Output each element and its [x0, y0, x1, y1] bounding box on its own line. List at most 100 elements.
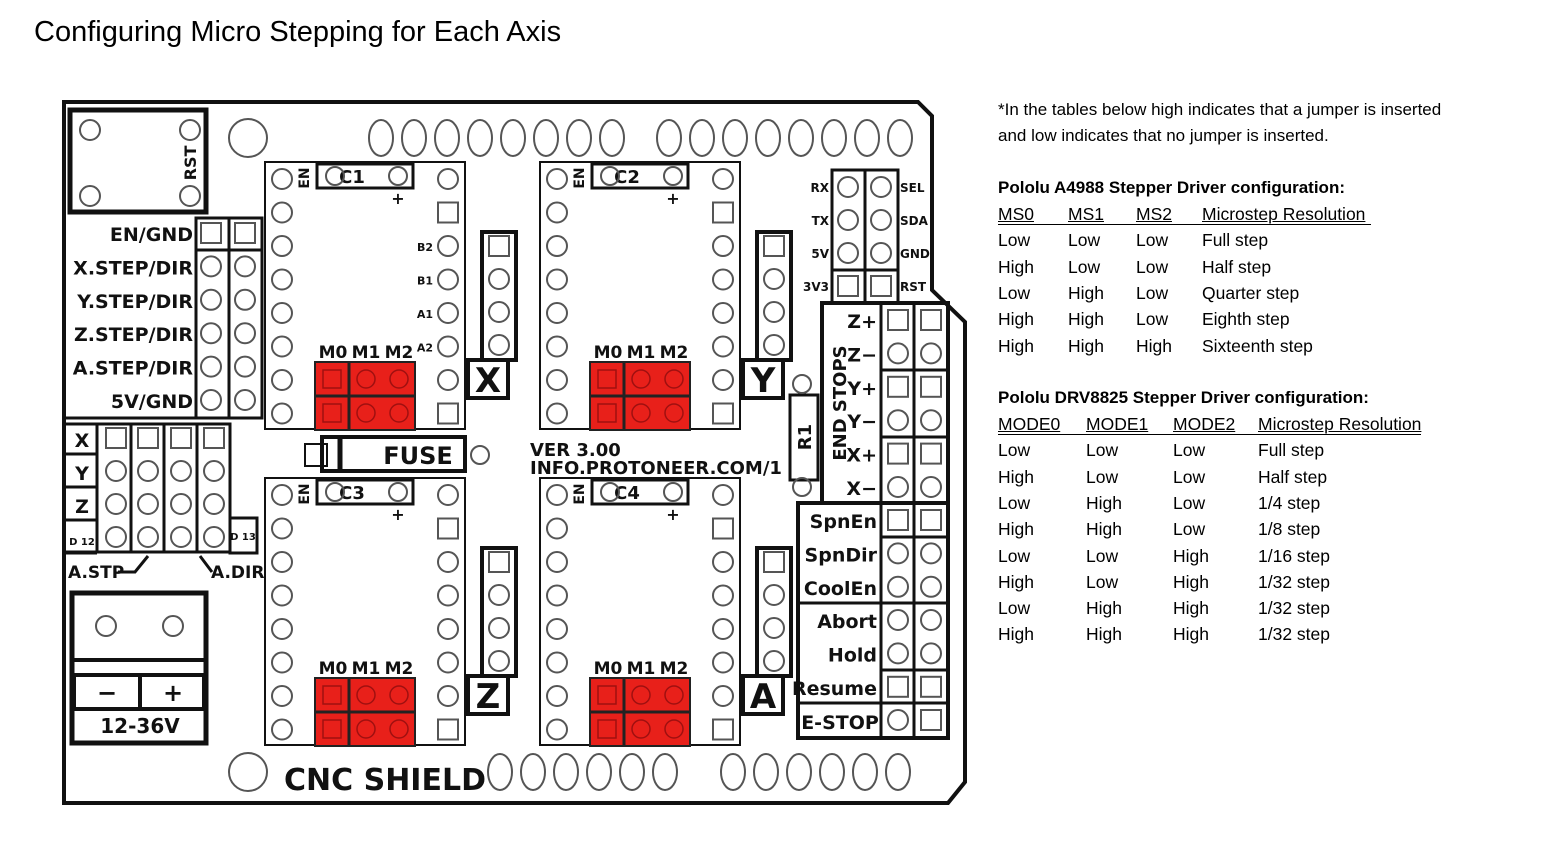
round-pad [920, 542, 942, 565]
jumper-label: M0 [319, 659, 348, 679]
round-pad [887, 709, 909, 731]
driver-pin [712, 402, 734, 425]
table-cell: Half step [1258, 466, 1328, 487]
motor-pin [488, 584, 510, 606]
jumper-pad [631, 403, 651, 423]
header-pin [722, 119, 748, 157]
drv8825-heading: Pololu DRV8825 Stepper Driver configurat… [998, 388, 1369, 407]
square-pad [887, 509, 909, 531]
table-cell: High [998, 624, 1034, 645]
driver-pin [437, 268, 459, 291]
fuse-pad [470, 445, 490, 465]
driver-pin [271, 584, 293, 607]
jumper-pad [322, 369, 342, 389]
table-cell: High [1086, 519, 1122, 540]
a-dir-label: A.DIR [211, 563, 264, 583]
driver-pin [437, 402, 459, 425]
jumper-pad [356, 685, 376, 705]
round-pad [162, 615, 184, 637]
square-pad [837, 275, 859, 297]
table-cell: Eighth step [1202, 309, 1290, 330]
fuse-label: FUSE [383, 442, 453, 470]
table-cell: Low [1173, 519, 1206, 540]
note-line-1: *In the tables below high indicates that… [998, 100, 1442, 119]
round-pad [870, 242, 892, 264]
end-stop-label: Z− [847, 344, 877, 366]
driver-pin [271, 168, 293, 190]
driver-pin [546, 168, 568, 190]
driver-pin [437, 235, 459, 257]
table-cell: High [998, 466, 1034, 487]
square-pad [234, 222, 256, 244]
jumper-pad [597, 403, 617, 423]
jumper-label: M2 [660, 659, 689, 679]
spindle-label: SpnDir [805, 544, 878, 566]
serial-pin-label: SDA [900, 214, 929, 228]
voltage-label: 12-36V [100, 714, 180, 738]
serial-pin-label: GND [900, 247, 930, 261]
round-pad [137, 460, 159, 482]
table-cell: High [1068, 282, 1104, 303]
table-cell: High [1173, 624, 1209, 645]
end-stops-title: END STOPS [830, 345, 851, 460]
driver-pin [437, 201, 459, 224]
round-pad [79, 185, 101, 207]
mounting-hole [228, 118, 268, 158]
square-pad [105, 427, 127, 449]
square-pad [887, 309, 909, 331]
driver-pin [712, 335, 734, 358]
motor-connector [480, 546, 518, 678]
reset-button-box [67, 107, 209, 215]
round-pad [234, 288, 256, 311]
header-underline [998, 224, 1371, 225]
motor-pin [488, 334, 510, 356]
power-terminal [69, 590, 209, 746]
table-cell: Low [1086, 571, 1119, 592]
header-pin [854, 119, 880, 157]
jumper-label: M0 [319, 343, 348, 363]
pin-header-label: X.STEP/DIR [73, 257, 193, 279]
square-pad [887, 375, 909, 398]
round-pad [105, 526, 127, 548]
header-pin [434, 119, 460, 157]
jumper-pad [664, 719, 684, 739]
table-cell: Sixteenth step [1202, 335, 1313, 356]
driver-pin [546, 517, 568, 540]
table-cell: Full step [1202, 230, 1269, 251]
round-pad [887, 575, 909, 598]
table-cell: Low [998, 492, 1031, 513]
driver-pin [712, 618, 734, 640]
shield-name: CNC SHIELD [284, 763, 486, 798]
table-cell: Low [1086, 440, 1119, 461]
jumper-label: M0 [594, 659, 623, 679]
axis-label-box [741, 674, 785, 716]
driver-pin [271, 551, 293, 573]
header-pin [689, 119, 715, 157]
pin-header-label: EN/GND [110, 224, 193, 246]
column-header: MODE1 [1086, 414, 1149, 434]
round-pad [203, 493, 225, 515]
driver-pin [546, 685, 568, 707]
table-cell: Low [998, 282, 1031, 303]
motor-pin [763, 551, 785, 573]
round-pad [920, 642, 942, 665]
driver-pin [546, 302, 568, 324]
driver-pin [437, 685, 459, 707]
driver-pin [712, 718, 734, 741]
plus-label: + [666, 505, 679, 524]
table-cell: Full step [1258, 440, 1325, 461]
driver-pin [271, 235, 293, 257]
axis-label: X [475, 361, 501, 401]
driver-pin [437, 618, 459, 640]
round-pad [887, 642, 909, 665]
axis-label-box [466, 674, 510, 716]
capacitor-pad [600, 482, 620, 502]
round-pad [887, 476, 909, 498]
header-pin [533, 119, 559, 157]
cnc-shield-diagram: RSTEN/GNDX.STEP/DIRY.STEP/DIRZ.STEP/DIRA… [62, 100, 967, 805]
capacitor-pad [663, 482, 683, 502]
jumper-label: M2 [385, 659, 414, 679]
table-cell: Half step [1202, 256, 1272, 277]
square-pad [920, 375, 942, 398]
capacitor-box [315, 162, 415, 190]
